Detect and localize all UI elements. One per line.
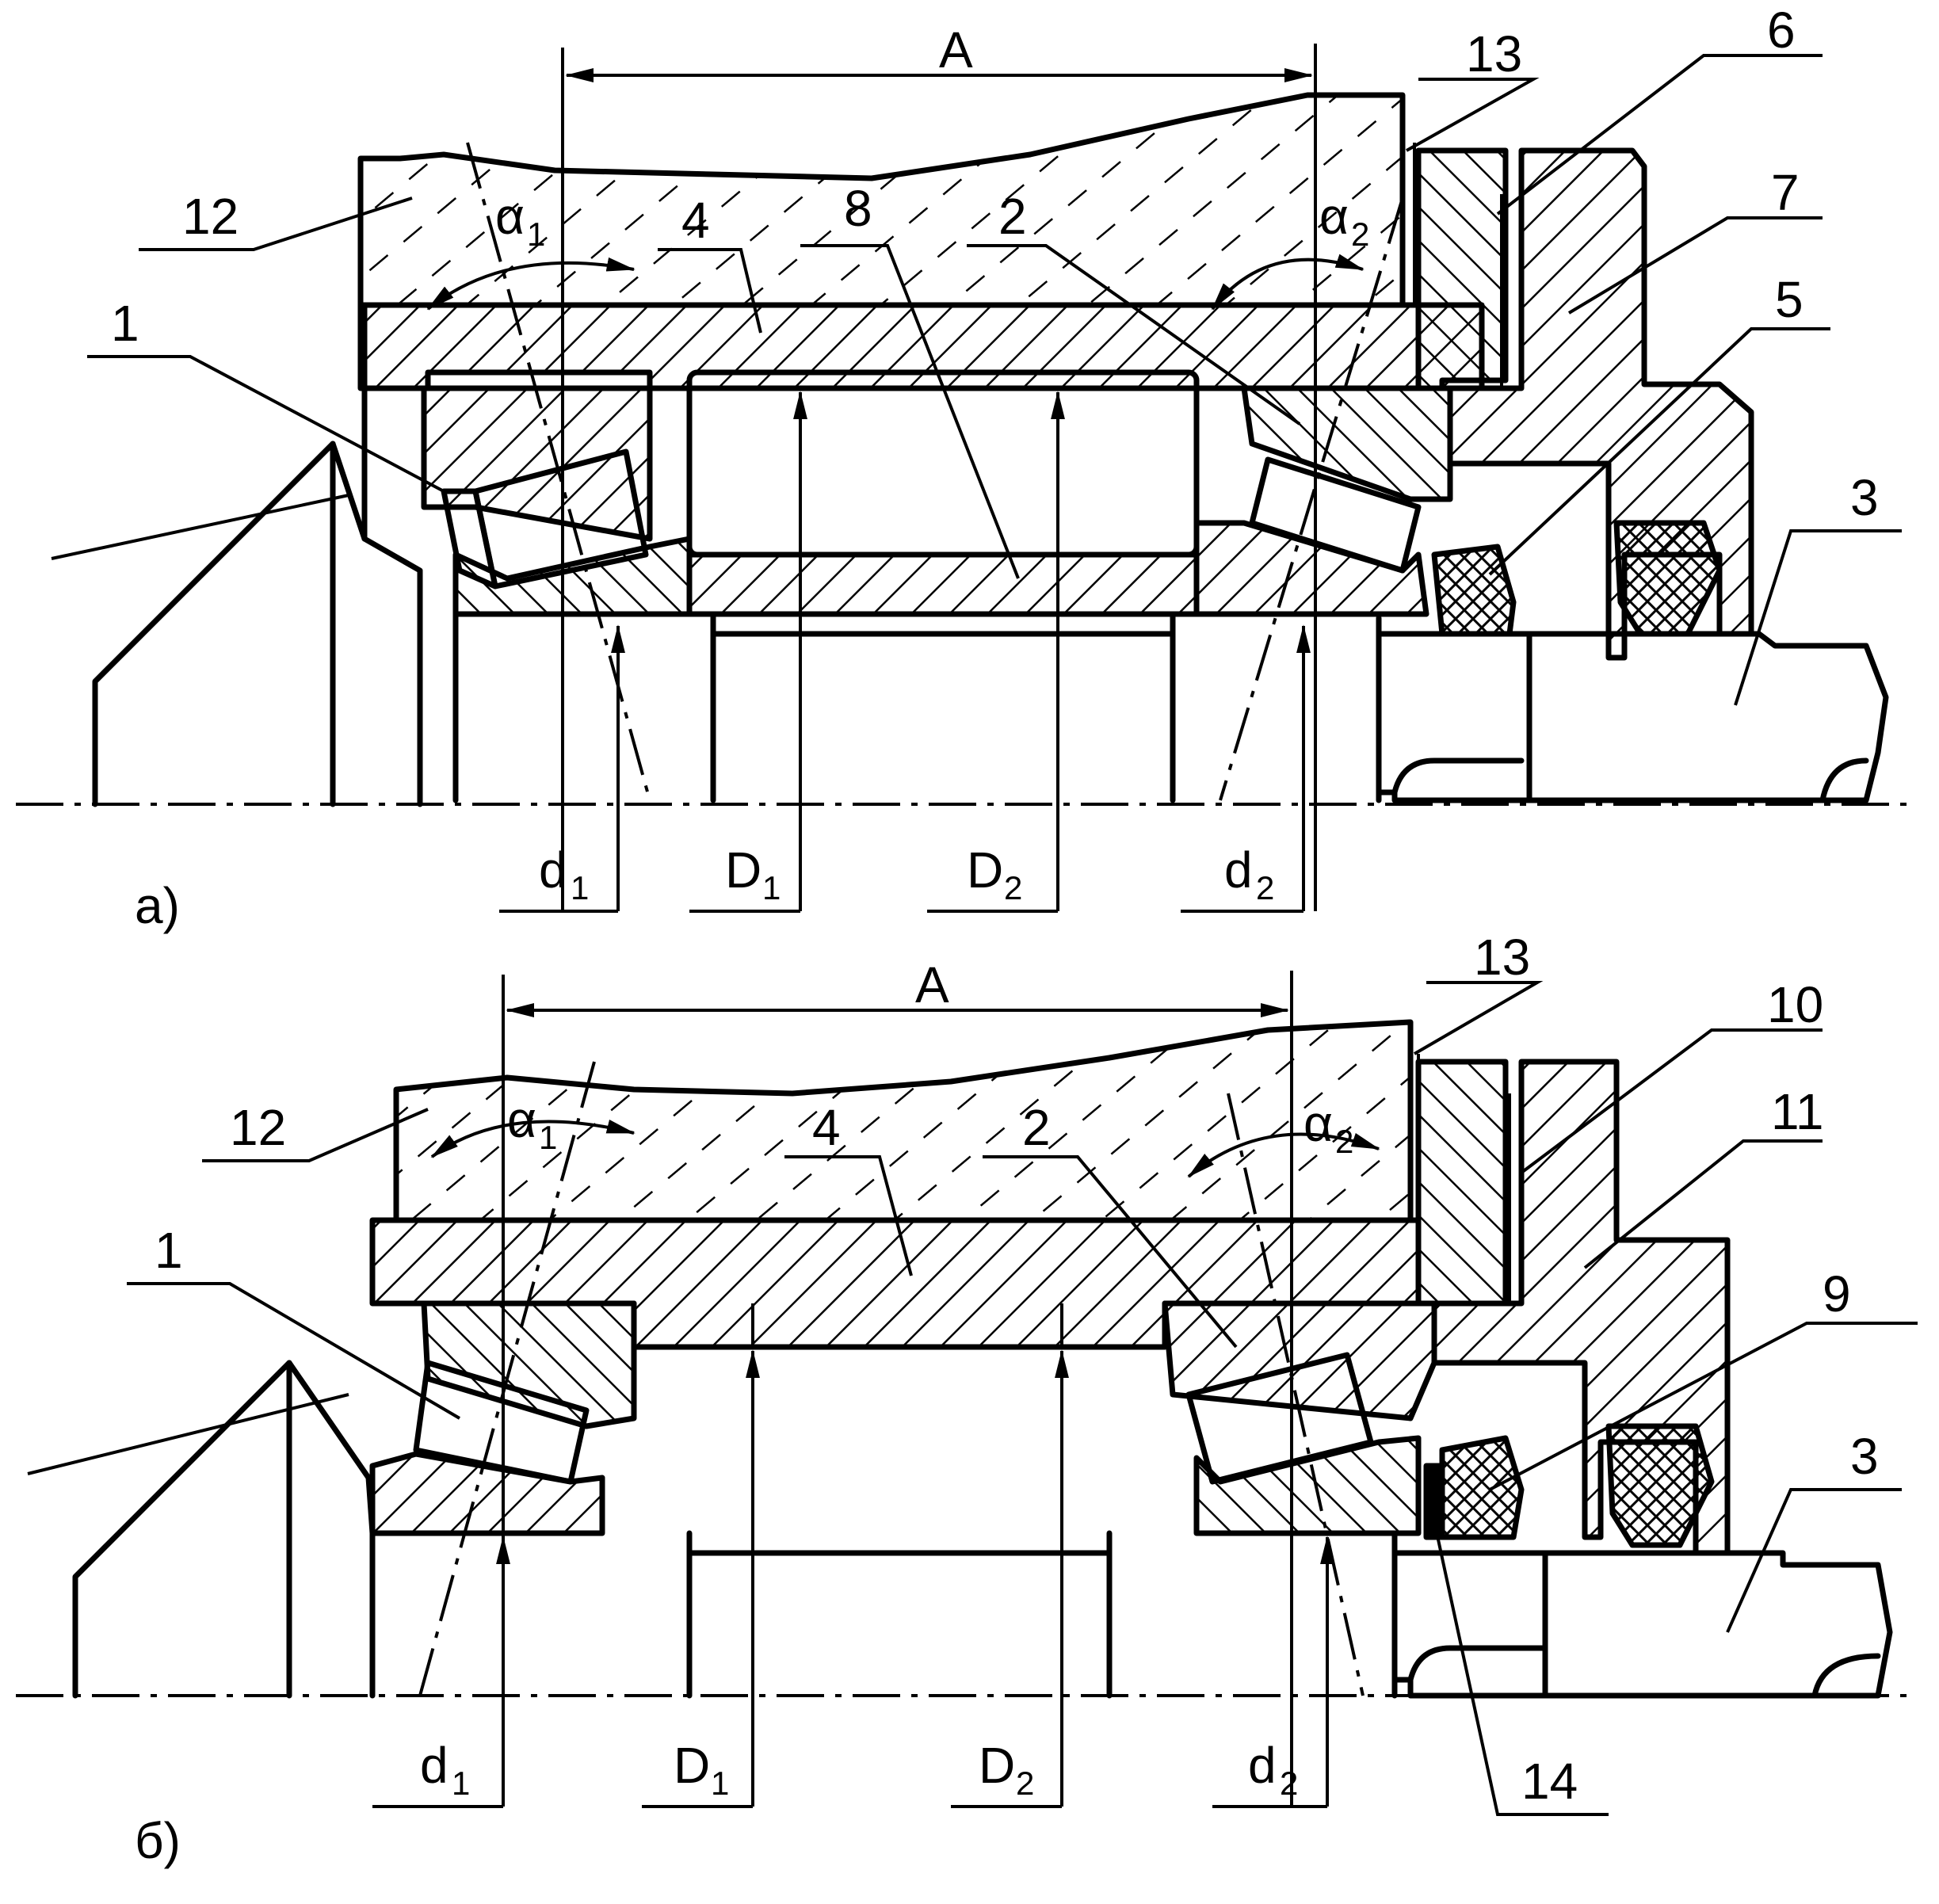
gear (92, 441, 423, 807)
shaft-body (369, 1530, 1398, 1699)
svg-text:1: 1 (762, 869, 781, 906)
callout-b-9: 9 (1823, 1265, 1851, 1322)
right-inner-race (1193, 520, 1429, 617)
lip-seal (1605, 1423, 1715, 1548)
svg-text:2: 2 (1016, 1765, 1034, 1802)
svg-text:2: 2 (1335, 1123, 1353, 1160)
left-outer-race (421, 385, 653, 542)
svg-text:D: D (725, 841, 761, 899)
spacer-window (686, 369, 1200, 558)
diameter-label-a-d1: d 1 (539, 841, 589, 906)
angle-label-b1: α 1 (507, 1091, 557, 1156)
callout-b-2: 2 (1022, 1099, 1051, 1156)
svg-text:α: α (495, 188, 525, 245)
angle-label-b2: α 2 (1303, 1095, 1353, 1160)
diameter-label-a-d2: d 2 (1224, 841, 1274, 906)
seal (1431, 544, 1517, 637)
diameter-label-b-d1: d 1 (420, 1737, 470, 1802)
shaft-body (452, 611, 1382, 803)
svg-text:1: 1 (539, 1119, 557, 1156)
svg-text:d: d (539, 841, 567, 899)
svg-text:D: D (967, 841, 1003, 899)
svg-text:1: 1 (571, 869, 589, 906)
callout-a-1: 1 (111, 295, 139, 352)
svg-text:α: α (507, 1091, 536, 1148)
svg-text:d: d (420, 1737, 448, 1794)
callout-a-12: 12 (182, 188, 239, 245)
angle-label-a2: α 2 (1319, 188, 1369, 253)
left-inner-race (452, 536, 693, 617)
diagram-a (16, 44, 1918, 913)
left-outer-race (421, 1300, 637, 1429)
dimension-label-b: A (915, 956, 949, 1013)
caption-b: б) (135, 1812, 181, 1869)
callout-a-4: 4 (681, 192, 710, 249)
end-cap (1415, 147, 1509, 391)
callout-b-1: 1 (155, 1222, 183, 1279)
right-outer-race (1162, 1300, 1437, 1421)
angle-label-a1: α 1 (495, 188, 545, 253)
right-inner-race (1193, 1435, 1422, 1536)
sleeve (357, 302, 1485, 391)
diameter-label-b-d2: d 2 (1248, 1737, 1298, 1802)
callout-a-5: 5 (1775, 271, 1803, 328)
callout-a-3: 3 (1850, 469, 1879, 526)
svg-text:D: D (979, 1737, 1015, 1794)
end-cap (1415, 1059, 1509, 1307)
callout-b-3: 3 (1850, 1428, 1879, 1485)
diameter-label-b-D1: D 1 (674, 1737, 729, 1802)
diameter-label-b-D2: D 2 (979, 1737, 1034, 1802)
callout-b-10: 10 (1767, 976, 1823, 1033)
seal (1439, 1435, 1525, 1540)
svg-text:1: 1 (452, 1765, 470, 1802)
callout-a-7: 7 (1771, 164, 1800, 221)
svg-text:2: 2 (1004, 869, 1022, 906)
gear (72, 1360, 376, 1699)
callout-b-12: 12 (230, 1099, 286, 1156)
lip-seal (1613, 520, 1723, 637)
svg-text:1: 1 (711, 1765, 729, 1802)
callout-a-13: 13 (1466, 25, 1522, 82)
svg-text:α: α (1319, 188, 1349, 245)
seal-ring (1423, 1463, 1445, 1540)
callout-a-6: 6 (1767, 2, 1796, 59)
callout-a-2: 2 (998, 188, 1027, 245)
dimension-label-a: A (939, 21, 973, 78)
svg-text:d: d (1224, 841, 1253, 899)
diagram-b (16, 971, 1918, 1816)
caption-a: а) (135, 877, 180, 934)
svg-text:1: 1 (527, 216, 545, 253)
callout-b-13: 13 (1474, 929, 1530, 986)
diameter-label-a-D2: D 2 (967, 841, 1022, 906)
spacer (686, 551, 1200, 617)
svg-text:2: 2 (1351, 216, 1369, 253)
callout-b-4: 4 (812, 1099, 841, 1156)
left-inner-race (369, 1451, 605, 1536)
callout-b-14: 14 (1521, 1753, 1578, 1810)
svg-text:2: 2 (1280, 1765, 1298, 1802)
callout-b-11: 11 (1771, 1083, 1823, 1140)
shaft (1376, 631, 1889, 803)
svg-text:d: d (1248, 1737, 1277, 1794)
right-outer-race (1241, 385, 1453, 502)
svg-text:D: D (674, 1737, 710, 1794)
callout-a-8: 8 (844, 180, 872, 237)
svg-text:2: 2 (1256, 869, 1274, 906)
diameter-label-a-D1: D 1 (725, 841, 781, 906)
svg-text:α: α (1303, 1095, 1333, 1152)
